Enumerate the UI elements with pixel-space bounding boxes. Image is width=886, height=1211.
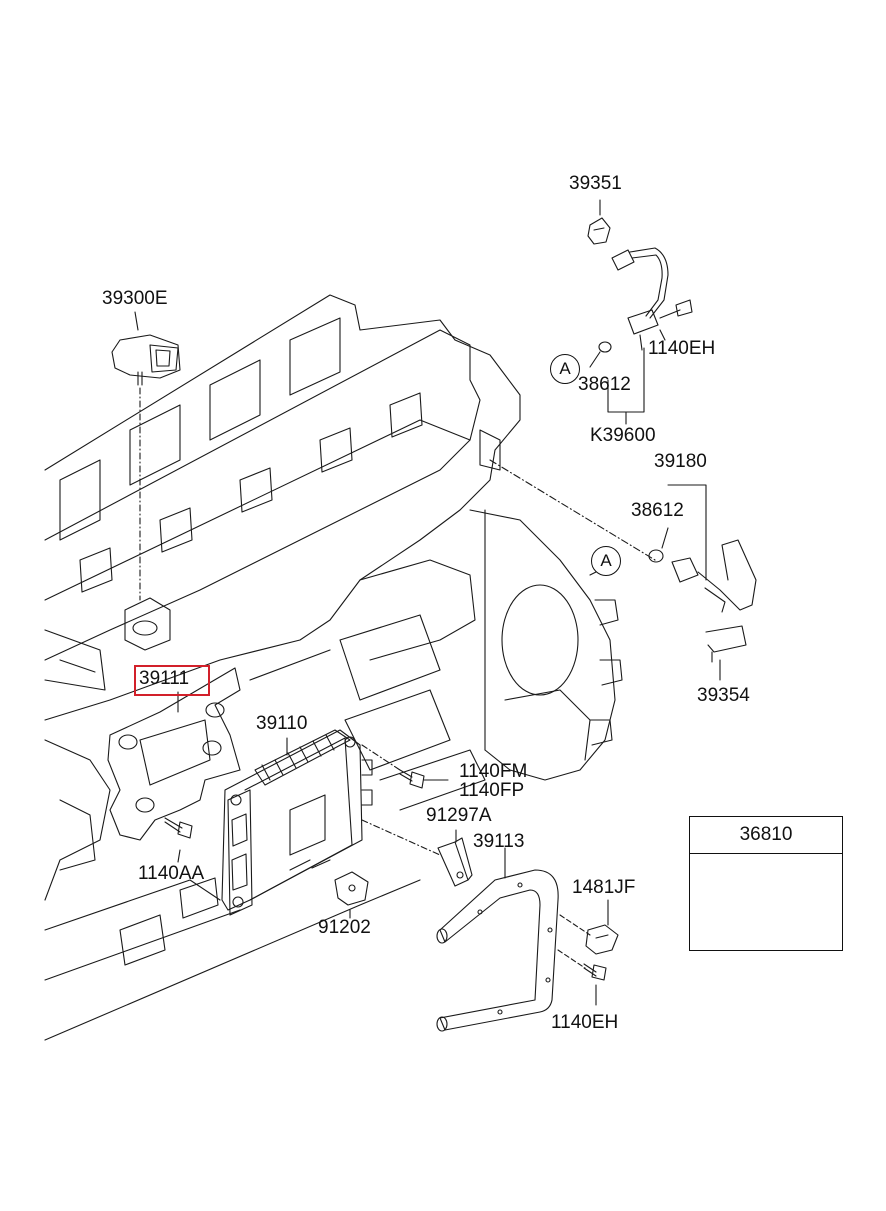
label-1140FM[interactable]: 1140FM — [459, 761, 528, 782]
bracket-91297A — [437, 837, 473, 887]
label-38612-mid[interactable]: 38612 — [631, 500, 684, 521]
label-1140EH-bottom[interactable]: 1140EH — [551, 1012, 619, 1033]
label-39110[interactable]: 39110 — [256, 713, 308, 734]
label-91297A[interactable]: 91297A — [426, 805, 492, 826]
label-38612-top[interactable]: 38612 — [578, 374, 631, 395]
cam-sensor-39300E — [111, 334, 181, 386]
leader-1140AA — [177, 849, 181, 863]
bracket-39113 — [436, 869, 559, 1032]
leader-dashed-1481JF — [559, 914, 591, 936]
leader-dashed-91297A — [361, 819, 441, 856]
clip-1481JF — [585, 924, 619, 955]
label-39354[interactable]: 39354 — [697, 685, 750, 706]
bracket-39111 — [107, 667, 241, 841]
bracket-39180 — [667, 484, 707, 581]
leader-38612-mid — [661, 527, 669, 549]
leader-39300E — [134, 311, 139, 331]
callout-A-mid: A — [591, 546, 621, 576]
label-1481JF[interactable]: 1481JF — [572, 877, 636, 898]
inset-box-36810: 36810 — [689, 816, 843, 951]
bolt-1140FM — [399, 769, 425, 789]
bolt-1140EH-bottom — [583, 963, 607, 981]
engine-block — [44, 294, 623, 1041]
label-1140FP[interactable]: 1140FP — [459, 780, 525, 801]
label-1140EH-top[interactable]: 1140EH — [648, 338, 716, 359]
label-39113[interactable]: 39113 — [473, 831, 525, 852]
label-K39600[interactable]: K39600 — [590, 425, 656, 446]
label-39351[interactable]: 39351 — [569, 173, 622, 194]
label-91202[interactable]: 91202 — [318, 917, 371, 938]
label-39180[interactable]: 39180 — [654, 451, 707, 472]
selected-part-highlight — [134, 665, 210, 696]
bolt-1140AA — [164, 817, 193, 839]
label-1140AA[interactable]: 1140AA — [138, 863, 205, 884]
crank-sensor-39180 — [648, 539, 757, 663]
ecu-39110 — [221, 729, 373, 916]
leader-1140EH-top — [659, 329, 666, 341]
leader-callout-A-top — [589, 351, 601, 368]
label-39111[interactable]: 39111 — [139, 668, 190, 689]
leader-dashed-1140FM — [361, 744, 401, 771]
label-39300E[interactable]: 39300E — [102, 288, 168, 309]
leader-dashed-39180 — [489, 459, 656, 561]
bracket-91202 — [334, 871, 369, 906]
callout-A-top: A — [550, 354, 580, 384]
label-36810[interactable]: 36810 — [690, 817, 842, 854]
leader-dashed-1140EH-bottom — [557, 949, 586, 969]
sensor-harness-K39600 — [587, 217, 693, 353]
